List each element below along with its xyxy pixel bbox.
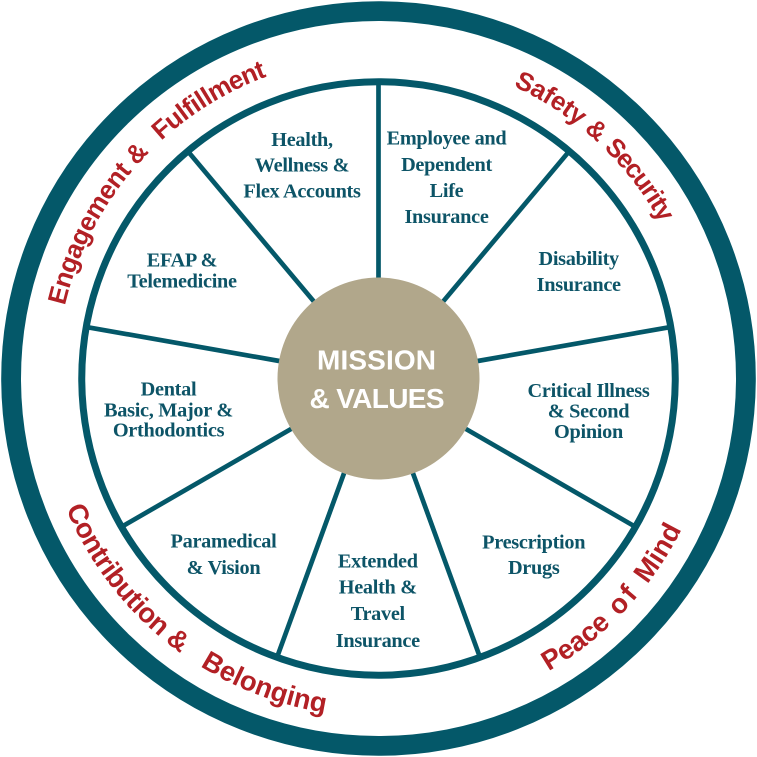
svg-text:Employee and: Employee and bbox=[387, 128, 508, 150]
svg-text:& Second: & Second bbox=[548, 400, 631, 422]
svg-text:& VALUES: & VALUES bbox=[310, 383, 445, 414]
svg-text:Life: Life bbox=[430, 180, 464, 202]
svg-text:Insurance: Insurance bbox=[537, 274, 621, 296]
svg-text:Insurance: Insurance bbox=[404, 206, 488, 228]
svg-text:g: g bbox=[307, 685, 329, 719]
svg-text:Prescription: Prescription bbox=[482, 532, 585, 554]
svg-text:Critical Illness: Critical Illness bbox=[528, 380, 650, 402]
svg-text:Opinion: Opinion bbox=[554, 421, 623, 443]
svg-text:MISSION: MISSION bbox=[317, 345, 436, 376]
svg-text:Health,: Health, bbox=[271, 129, 333, 151]
svg-text:EFAP &: EFAP & bbox=[147, 249, 218, 271]
svg-text:n: n bbox=[291, 682, 315, 716]
svg-text:Drugs: Drugs bbox=[508, 557, 560, 579]
svg-text:Telemedicine: Telemedicine bbox=[127, 270, 237, 292]
svg-text:Flex Accounts: Flex Accounts bbox=[243, 181, 361, 203]
svg-text:Basic, Major &: Basic, Major & bbox=[104, 399, 233, 421]
svg-text:Paramedical: Paramedical bbox=[171, 531, 278, 553]
svg-text:Dependent: Dependent bbox=[401, 154, 492, 176]
svg-text:Dental: Dental bbox=[141, 379, 197, 401]
svg-text:Insurance: Insurance bbox=[336, 630, 420, 652]
svg-text:Travel: Travel bbox=[351, 603, 406, 625]
svg-text:Wellness &: Wellness & bbox=[255, 155, 349, 177]
svg-text:Disability: Disability bbox=[538, 248, 619, 270]
svg-text:Orthodontics: Orthodontics bbox=[113, 420, 225, 442]
svg-text:& Vision: & Vision bbox=[187, 557, 261, 579]
svg-text:Extended: Extended bbox=[338, 551, 419, 573]
svg-text:Health &: Health & bbox=[339, 576, 417, 598]
